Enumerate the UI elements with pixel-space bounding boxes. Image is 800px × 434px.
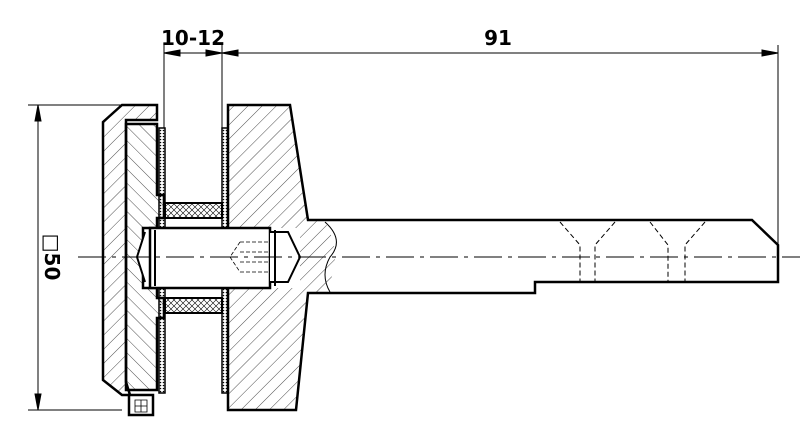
- size-dimension-label: □50: [40, 234, 64, 281]
- gap-dimension-label: 10-12: [161, 26, 225, 50]
- spacer-top: [164, 202, 223, 219]
- countersunk-holes: [559, 221, 706, 282]
- dimension-lines: [28, 45, 779, 411]
- length-dimension-label: 91: [484, 26, 512, 50]
- spacer-bottom: [164, 297, 223, 314]
- bolt: [148, 226, 272, 290]
- body-hatch: [228, 105, 335, 410]
